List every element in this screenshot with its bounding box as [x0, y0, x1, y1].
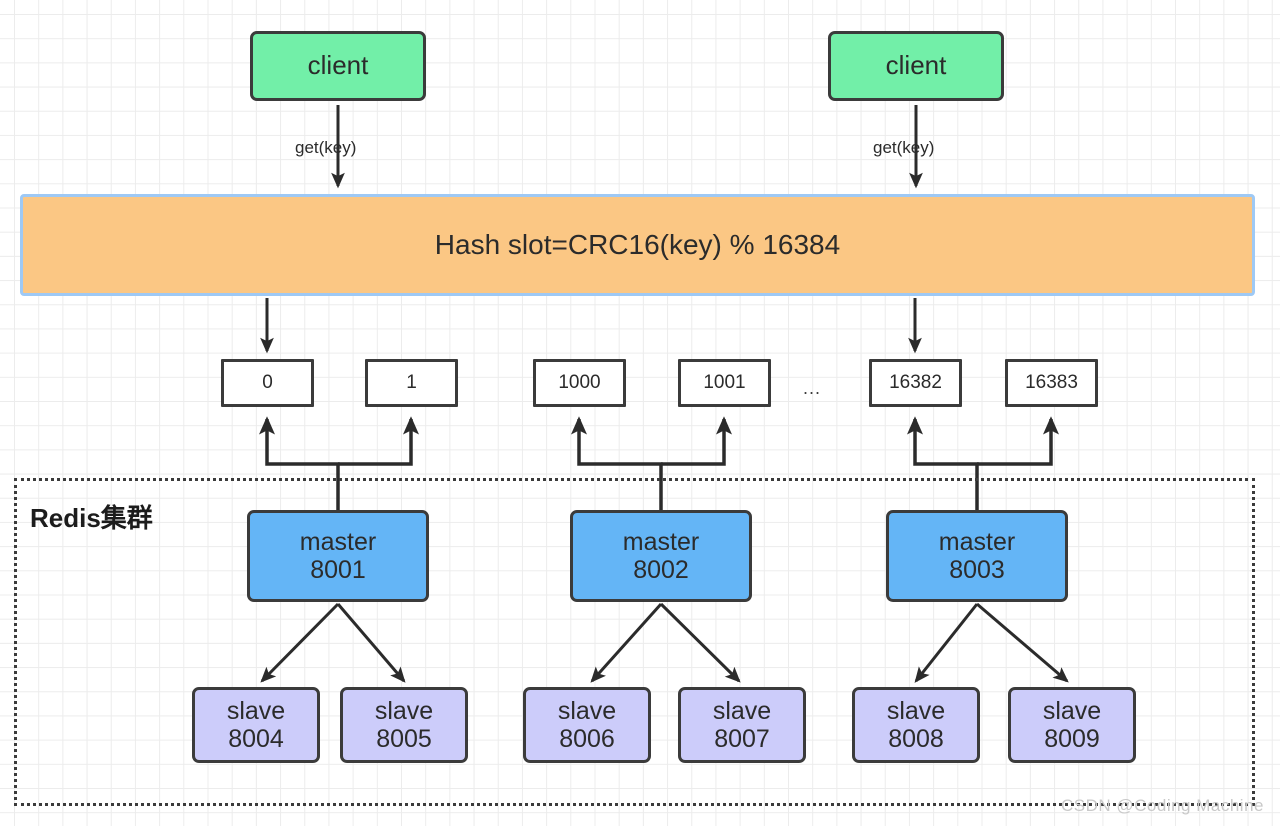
slave-node-8004[interactable]: slave 8004	[192, 687, 320, 763]
slot-label: 16382	[889, 372, 942, 394]
watermark-text: CSDN @Coding Machine	[1060, 796, 1264, 815]
master-node-8003[interactable]: master 8003	[886, 510, 1068, 602]
redis-cluster-container	[14, 478, 1255, 806]
master-port-label: 8003	[949, 556, 1005, 584]
slot-label: 0	[262, 372, 273, 394]
slave-port-label: 8006	[559, 725, 615, 753]
slave-port-label: 8007	[714, 725, 770, 753]
slot-range-ellipsis: ...	[803, 378, 822, 398]
master-role-label: master	[622, 528, 700, 556]
slot-label: 1	[406, 372, 417, 394]
slot-box-1001[interactable]: 1001	[678, 359, 771, 407]
master-port-label: 8001	[310, 556, 366, 584]
slave-role-label: slave	[226, 697, 286, 725]
slave-role-label: slave	[886, 697, 946, 725]
slot-label: 1000	[558, 372, 601, 394]
master-role-label: master	[299, 528, 377, 556]
slave-node-8005[interactable]: slave 8005	[340, 687, 468, 763]
slave-port-label: 8004	[228, 725, 284, 753]
slave-port-label: 8008	[888, 725, 944, 753]
slot-box-1000[interactable]: 1000	[533, 359, 626, 407]
client-node-1[interactable]: client	[250, 31, 426, 101]
slave-role-label: slave	[712, 697, 772, 725]
slave-node-8008[interactable]: slave 8008	[852, 687, 980, 763]
master-node-8001[interactable]: master 8001	[247, 510, 429, 602]
hash-slot-formula-bar: Hash slot=CRC16(key) % 16384	[20, 194, 1255, 296]
hash-slot-formula-text: Hash slot=CRC16(key) % 16384	[434, 229, 841, 261]
slave-node-8006[interactable]: slave 8006	[523, 687, 651, 763]
slave-node-8009[interactable]: slave 8009	[1008, 687, 1136, 763]
slave-port-label: 8005	[376, 725, 432, 753]
slave-role-label: slave	[374, 697, 434, 725]
client-label: client	[885, 50, 947, 81]
slot-label: 16383	[1025, 372, 1078, 394]
master-role-label: master	[938, 528, 1016, 556]
master-node-8002[interactable]: master 8002	[570, 510, 752, 602]
slave-port-label: 8009	[1044, 725, 1100, 753]
slot-box-16382[interactable]: 16382	[869, 359, 962, 407]
master-port-label: 8002	[633, 556, 689, 584]
client-node-2[interactable]: client	[828, 31, 1004, 101]
slot-label: 1001	[703, 372, 746, 394]
slave-role-label: slave	[1042, 697, 1102, 725]
slot-box-0[interactable]: 0	[221, 359, 314, 407]
redis-cluster-label: Redis集群	[30, 503, 153, 533]
slave-node-8007[interactable]: slave 8007	[678, 687, 806, 763]
client-label: client	[307, 50, 369, 81]
slave-role-label: slave	[557, 697, 617, 725]
edge-label-get-key-2: get(key)	[873, 138, 935, 157]
edge-label-get-key-1: get(key)	[295, 138, 357, 157]
slot-box-16383[interactable]: 16383	[1005, 359, 1098, 407]
slot-box-1[interactable]: 1	[365, 359, 458, 407]
